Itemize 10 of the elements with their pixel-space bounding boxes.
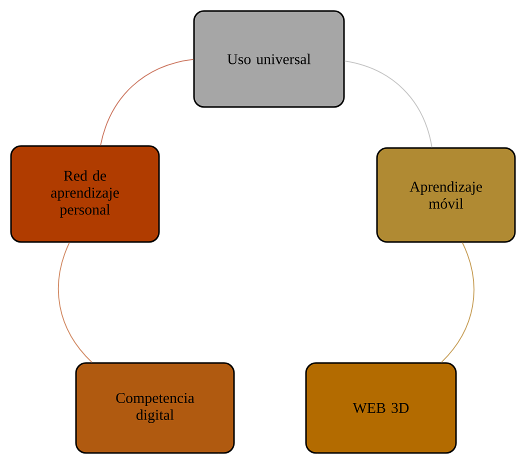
connector-arc	[100, 58, 194, 146]
connector-arc	[58, 242, 92, 363]
connector-arc	[217, 453, 319, 454]
process-box: Red de aprendizaje personal	[10, 145, 160, 243]
process-box: Uso universal	[193, 10, 345, 108]
process-box: Competencia digital	[75, 362, 235, 454]
connector-arc	[441, 242, 474, 363]
process-box: WEB 3D	[305, 362, 457, 454]
connector-arc	[344, 60, 432, 148]
process-box: Aprendizaje móvil	[376, 147, 516, 243]
